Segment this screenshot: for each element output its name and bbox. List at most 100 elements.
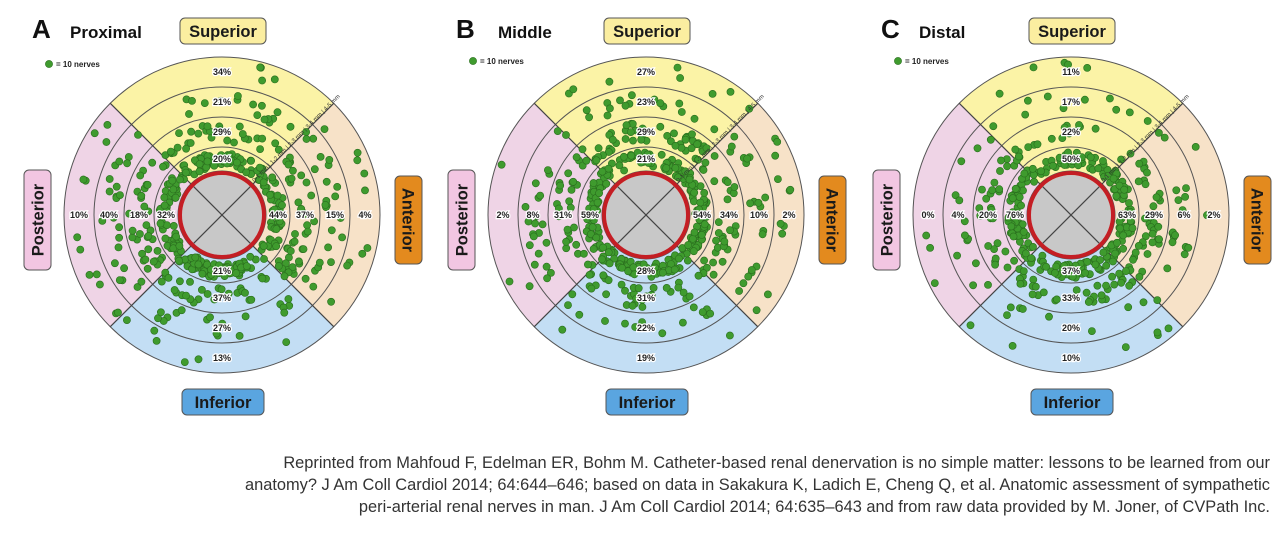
- nerve-dot: [1051, 268, 1059, 277]
- nerve-dot: [297, 171, 306, 180]
- nerve-dot: [709, 258, 717, 267]
- nerve-dot: [309, 134, 318, 143]
- legend-text: = 10 nerves: [480, 57, 524, 66]
- ring-3: [123, 116, 321, 314]
- nerve-dot: [1178, 206, 1187, 214]
- nerve-dot: [188, 97, 196, 105]
- anterior-label-box: [1243, 175, 1272, 265]
- nerve-dot: [589, 179, 598, 187]
- nerve-dot: [1027, 254, 1036, 262]
- superior-percentage: 22%: [1062, 127, 1080, 137]
- nerve-dot: [743, 154, 752, 163]
- nerve-dot: [1093, 281, 1102, 290]
- nerve-dot: [140, 202, 149, 211]
- nerve-dot: [1117, 155, 1125, 164]
- nerve-dot: [786, 185, 795, 194]
- nerve-dot: [592, 156, 601, 165]
- nerve-dot: [593, 198, 602, 207]
- nerve-dot: [1024, 96, 1032, 105]
- nerve-dot: [297, 204, 306, 213]
- nerve-dot: [567, 185, 576, 194]
- nerve-dot: [1115, 269, 1124, 278]
- nerve-dot: [644, 159, 653, 167]
- nerve-dot: [674, 173, 682, 182]
- nerve-dot: [120, 264, 128, 273]
- nerve-dot: [195, 160, 204, 168]
- nerve-dot: [960, 217, 969, 226]
- nerve-dot: [720, 237, 729, 246]
- nerve-dot: [1039, 288, 1048, 297]
- posterior-label: Posterior: [23, 169, 52, 271]
- nerve-dot: [555, 204, 563, 213]
- ring-5: [63, 56, 381, 374]
- nerve-dots: [73, 63, 372, 366]
- nerve-dot: [718, 257, 727, 266]
- nerve-dot: [1075, 121, 1083, 129]
- nerve-dot: [1052, 262, 1060, 271]
- nerve-dot: [639, 260, 648, 269]
- nerve-dot: [207, 265, 215, 274]
- nerve-dot: [230, 138, 238, 147]
- nerve-dot: [670, 265, 679, 274]
- nerve-dot: [1153, 328, 1162, 337]
- nerve-dot: [1030, 177, 1038, 186]
- nerve-dot: [200, 99, 209, 107]
- nerve-dot: [710, 125, 719, 134]
- nerve-dot: [930, 279, 939, 287]
- nerve-dot: [1081, 268, 1089, 277]
- nerve-dot: [1009, 232, 1018, 241]
- nerve-dot: [288, 166, 297, 175]
- nerve-dot: [1028, 164, 1037, 173]
- nerve-dot: [986, 135, 995, 144]
- nerve-dot: [169, 185, 178, 194]
- nerve-dot: [187, 127, 195, 136]
- nerve-dot: [1180, 250, 1189, 259]
- lumen-cross: [1042, 186, 1100, 244]
- nerve-dot: [689, 247, 698, 256]
- nerve-dot: [701, 158, 710, 167]
- nerve-dot: [712, 236, 720, 245]
- nerve-dot: [997, 156, 1005, 165]
- nerve-dot: [629, 263, 638, 272]
- nerve-dot: [1148, 229, 1157, 238]
- ring-4: [942, 86, 1200, 344]
- nerve-dot: [1135, 159, 1144, 168]
- panel-b: 21%29%23%27%54%34%10%2%28%31%22%19%59%31…: [447, 14, 847, 416]
- nerve-dot: [197, 285, 206, 294]
- nerve-dot: [1125, 281, 1134, 290]
- nerve-dot: [1120, 185, 1129, 194]
- nerve-dot: [144, 245, 153, 254]
- nerve-dot: [1094, 164, 1103, 173]
- nerve-dot: [310, 217, 318, 226]
- nerve-dot: [353, 148, 362, 157]
- nerve-dot: [284, 295, 293, 303]
- nerve-dot: [235, 122, 244, 131]
- nerve-dot: [194, 129, 203, 138]
- nerve-dot: [325, 155, 334, 164]
- nerve-dot: [961, 231, 969, 240]
- nerve-dot: [1070, 155, 1078, 164]
- nerve-dot: [102, 138, 111, 146]
- nerve-dot: [575, 310, 584, 319]
- nerve-dot: [602, 179, 611, 188]
- nerve-dot: [1043, 92, 1052, 101]
- posterior-quadrant: [487, 103, 646, 327]
- nerve-dot: [256, 63, 265, 72]
- nerve-dot: [322, 177, 331, 186]
- nerve-dot: [681, 135, 690, 144]
- nerve-dot: [216, 96, 225, 105]
- nerve-dot: [168, 176, 177, 185]
- superior-label-text: Superior: [613, 23, 681, 41]
- nerve-dot: [658, 268, 667, 277]
- nerve-dot: [255, 163, 264, 172]
- nerve-dot: [273, 108, 282, 117]
- legend-text: = 10 nerves: [56, 60, 100, 69]
- nerve-dot: [128, 233, 137, 242]
- nerve-dot: [620, 166, 628, 175]
- nerve-dot: [259, 178, 268, 187]
- inferior-label-box: [605, 388, 689, 416]
- nerve-dot: [599, 243, 607, 252]
- nerve-dot: [570, 223, 578, 232]
- nerve-dot: [679, 318, 687, 327]
- nerve-dot: [153, 246, 162, 255]
